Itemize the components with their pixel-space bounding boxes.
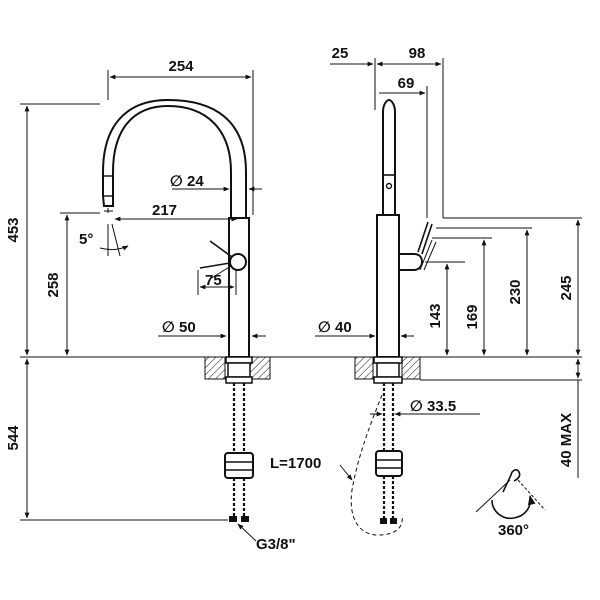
dim-outlet-height: 258 — [45, 272, 62, 297]
dim-handle-height-d: 245 — [558, 275, 575, 300]
side-view: 25 98 69 ∅ 40 ∅ 33.5 L=1700 143 169 230 … — [270, 45, 582, 539]
side-lever — [399, 253, 424, 271]
dim-connection: G3/8" — [256, 536, 296, 553]
rotation-icon — [475, 469, 546, 520]
side-body — [376, 214, 400, 358]
dim-below-deck: 544 — [5, 425, 22, 451]
deck-block-left — [204, 356, 226, 380]
dim-handle-offset: 75 — [205, 272, 222, 289]
dim-handle-height-a: 143 — [427, 303, 444, 328]
dim-spout-reach: 254 — [168, 58, 194, 75]
deck-block-side-left — [354, 356, 374, 380]
dim-shank-diameter: ∅ 33.5 — [410, 398, 456, 415]
deck-block-right — [249, 356, 271, 380]
dim-top-offset-a: 25 — [332, 45, 349, 62]
dim-top-offset-c: 69 — [398, 75, 415, 92]
dim-rotation: 360° — [498, 522, 529, 539]
dim-spout-diameter: ∅ 24 — [170, 173, 204, 190]
dim-handle-height-c: 230 — [507, 279, 524, 304]
dim-total-height: 453 — [5, 217, 22, 242]
supply-hoses-front — [224, 383, 254, 522]
dim-side-body-diameter: ∅ 40 — [318, 319, 352, 336]
dim-body-diameter: ∅ 50 — [162, 319, 196, 336]
deck-block-side-right — [401, 356, 421, 380]
gooseneck-spout — [112, 104, 232, 218]
pullout-hose-loop — [350, 394, 403, 536]
dim-deck-thickness: 40 MAX — [558, 413, 575, 467]
deck-line — [20, 356, 582, 381]
front-view: 254 ∅ 24 217 5° 75 ∅ 50 453 258 — [5, 58, 296, 553]
side-spout — [382, 98, 396, 215]
dim-tilt-angle: 5° — [79, 231, 93, 248]
dim-top-offset-b: 98 — [409, 45, 426, 62]
supply-hoses-side — [375, 383, 403, 524]
lever-handle — [229, 253, 247, 271]
dim-handle-height-b: 169 — [464, 304, 481, 329]
dim-hose-length: L=1700 — [270, 455, 321, 472]
dim-outlet-offset: 217 — [152, 202, 177, 219]
